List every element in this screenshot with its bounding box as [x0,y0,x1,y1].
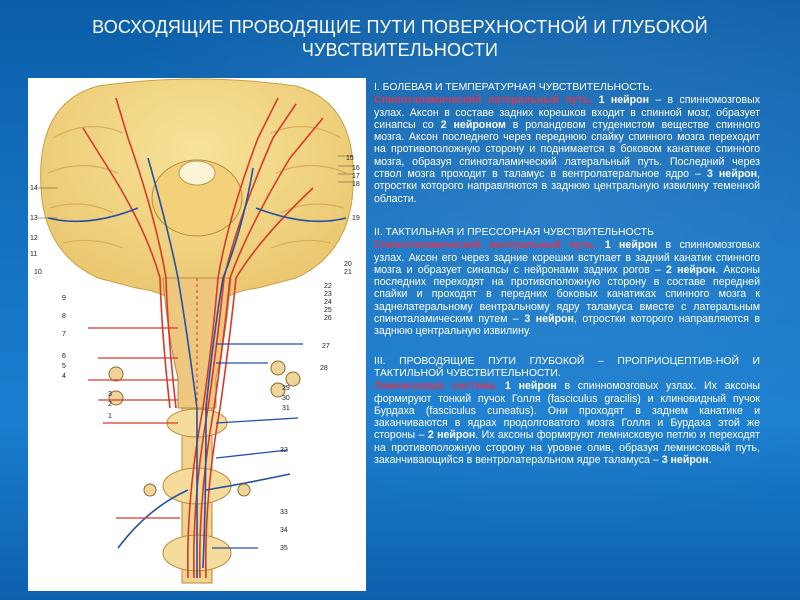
label-32: 32 [280,447,288,454]
label-9: 9 [62,295,66,302]
section-2-heading: II. ТАКТИЛЬНАЯ И ПРЕССОРНАЯ ЧУВСТВИТЕЛЬН… [374,227,760,239]
section-3-run-7: . [709,454,712,466]
section-2-run-2: 1 нейрон [605,239,657,251]
label-16: 16 [352,165,360,172]
section-3-run-0: Лемнисковая система. [374,380,497,392]
label-11: 11 [30,251,37,258]
ventricle [179,161,215,185]
section-2-run-4: 2 нейрон [666,264,715,276]
label-18: 18 [352,181,360,188]
pathways-diagram: 14 13 12 11 10 9 8 7 6 5 4 3 2 1 15 16 1… [28,78,366,591]
label-17: 17 [352,173,360,180]
section-3-heading: III. ПРОВОДЯЩИЕ ПУТИ ГЛУБОКОЙ – ПРОПРИОЦ… [374,356,760,381]
label-19: 19 [352,215,360,222]
label-29: 29 [282,385,290,392]
label-23: 23 [324,291,332,298]
label-31: 31 [282,405,290,412]
section-1-run-2: 1 нейрон [599,94,649,106]
label-14: 14 [30,185,38,192]
section-1-heading: I. БОЛЕВАЯ И ТЕМПЕРАТУРНАЯ ЧУВСТВИТЕЛЬНО… [374,82,760,94]
label-13: 13 [30,215,38,222]
label-20: 20 [344,261,352,268]
label-8: 8 [62,313,66,320]
text-column: I. БОЛЕВАЯ И ТЕМПЕРАТУРНАЯ ЧУВСТВИТЕЛЬНО… [374,82,760,466]
label-3: 3 [108,391,112,398]
label-7: 7 [62,331,66,338]
label-2: 2 [108,401,112,408]
label-30: 30 [282,395,290,402]
label-12: 12 [30,235,38,242]
section-1-run-0: Спиноталамический латеральный путь. [374,94,592,106]
label-4: 4 [62,373,66,380]
label-5: 5 [62,363,66,370]
section-3-run-4: 2 нейрон [428,429,475,441]
label-25: 25 [324,307,332,314]
section-1-body: Спиноталамический латеральный путь. 1 не… [374,94,760,205]
section-3-run-6: 3 нейрон [662,454,709,466]
section-tactile-pressure: II. ТАКТИЛЬНАЯ И ПРЕССОРНАЯ ЧУВСТВИТЕЛЬН… [374,227,760,338]
section-2-run-0: Спиноталамический вентральный путь. [374,239,596,251]
section-proprioceptive: III. ПРОВОДЯЩИЕ ПУТИ ГЛУБОКОЙ – ПРОПРИОЦ… [374,356,760,467]
label-21: 21 [344,269,352,276]
label-35: 35 [280,545,288,552]
label-34: 34 [280,527,288,534]
section-3-run-2: 1 нейрон [505,380,557,392]
label-6: 6 [62,353,66,360]
section-pain-temperature: I. БОЛЕВАЯ И ТЕМПЕРАТУРНАЯ ЧУВСТВИТЕЛЬНО… [374,82,760,205]
label-1: 1 [108,413,112,420]
label-33: 33 [280,509,288,516]
section-2-body: Спиноталамический вентральный путь. 1 не… [374,239,760,337]
label-24: 24 [324,299,332,306]
sensory-pathways-illustration: 14 13 12 11 10 9 8 7 6 5 4 3 2 1 15 16 1… [28,78,366,591]
label-22: 22 [324,283,332,290]
section-1-run-6: 3 нейрон [707,168,757,180]
section-1-run-4: 2 нейроном [441,119,506,131]
label-15: 15 [346,155,354,162]
label-10: 10 [34,269,42,276]
section-2-run-6: 3 нейрон [524,313,574,325]
slide-title: ВОСХОДЯЩИЕ ПРОВОДЯЩИЕ ПУТИ ПОВЕРХНОСТНОЙ… [20,16,780,62]
label-28: 28 [320,365,328,372]
label-26: 26 [324,315,332,322]
section-3-body: Лемнисковая система. 1 нейрон в спинномо… [374,380,760,466]
label-27: 27 [322,343,330,350]
section-2-run-1 [596,239,604,251]
section-3-run-1 [497,380,505,392]
